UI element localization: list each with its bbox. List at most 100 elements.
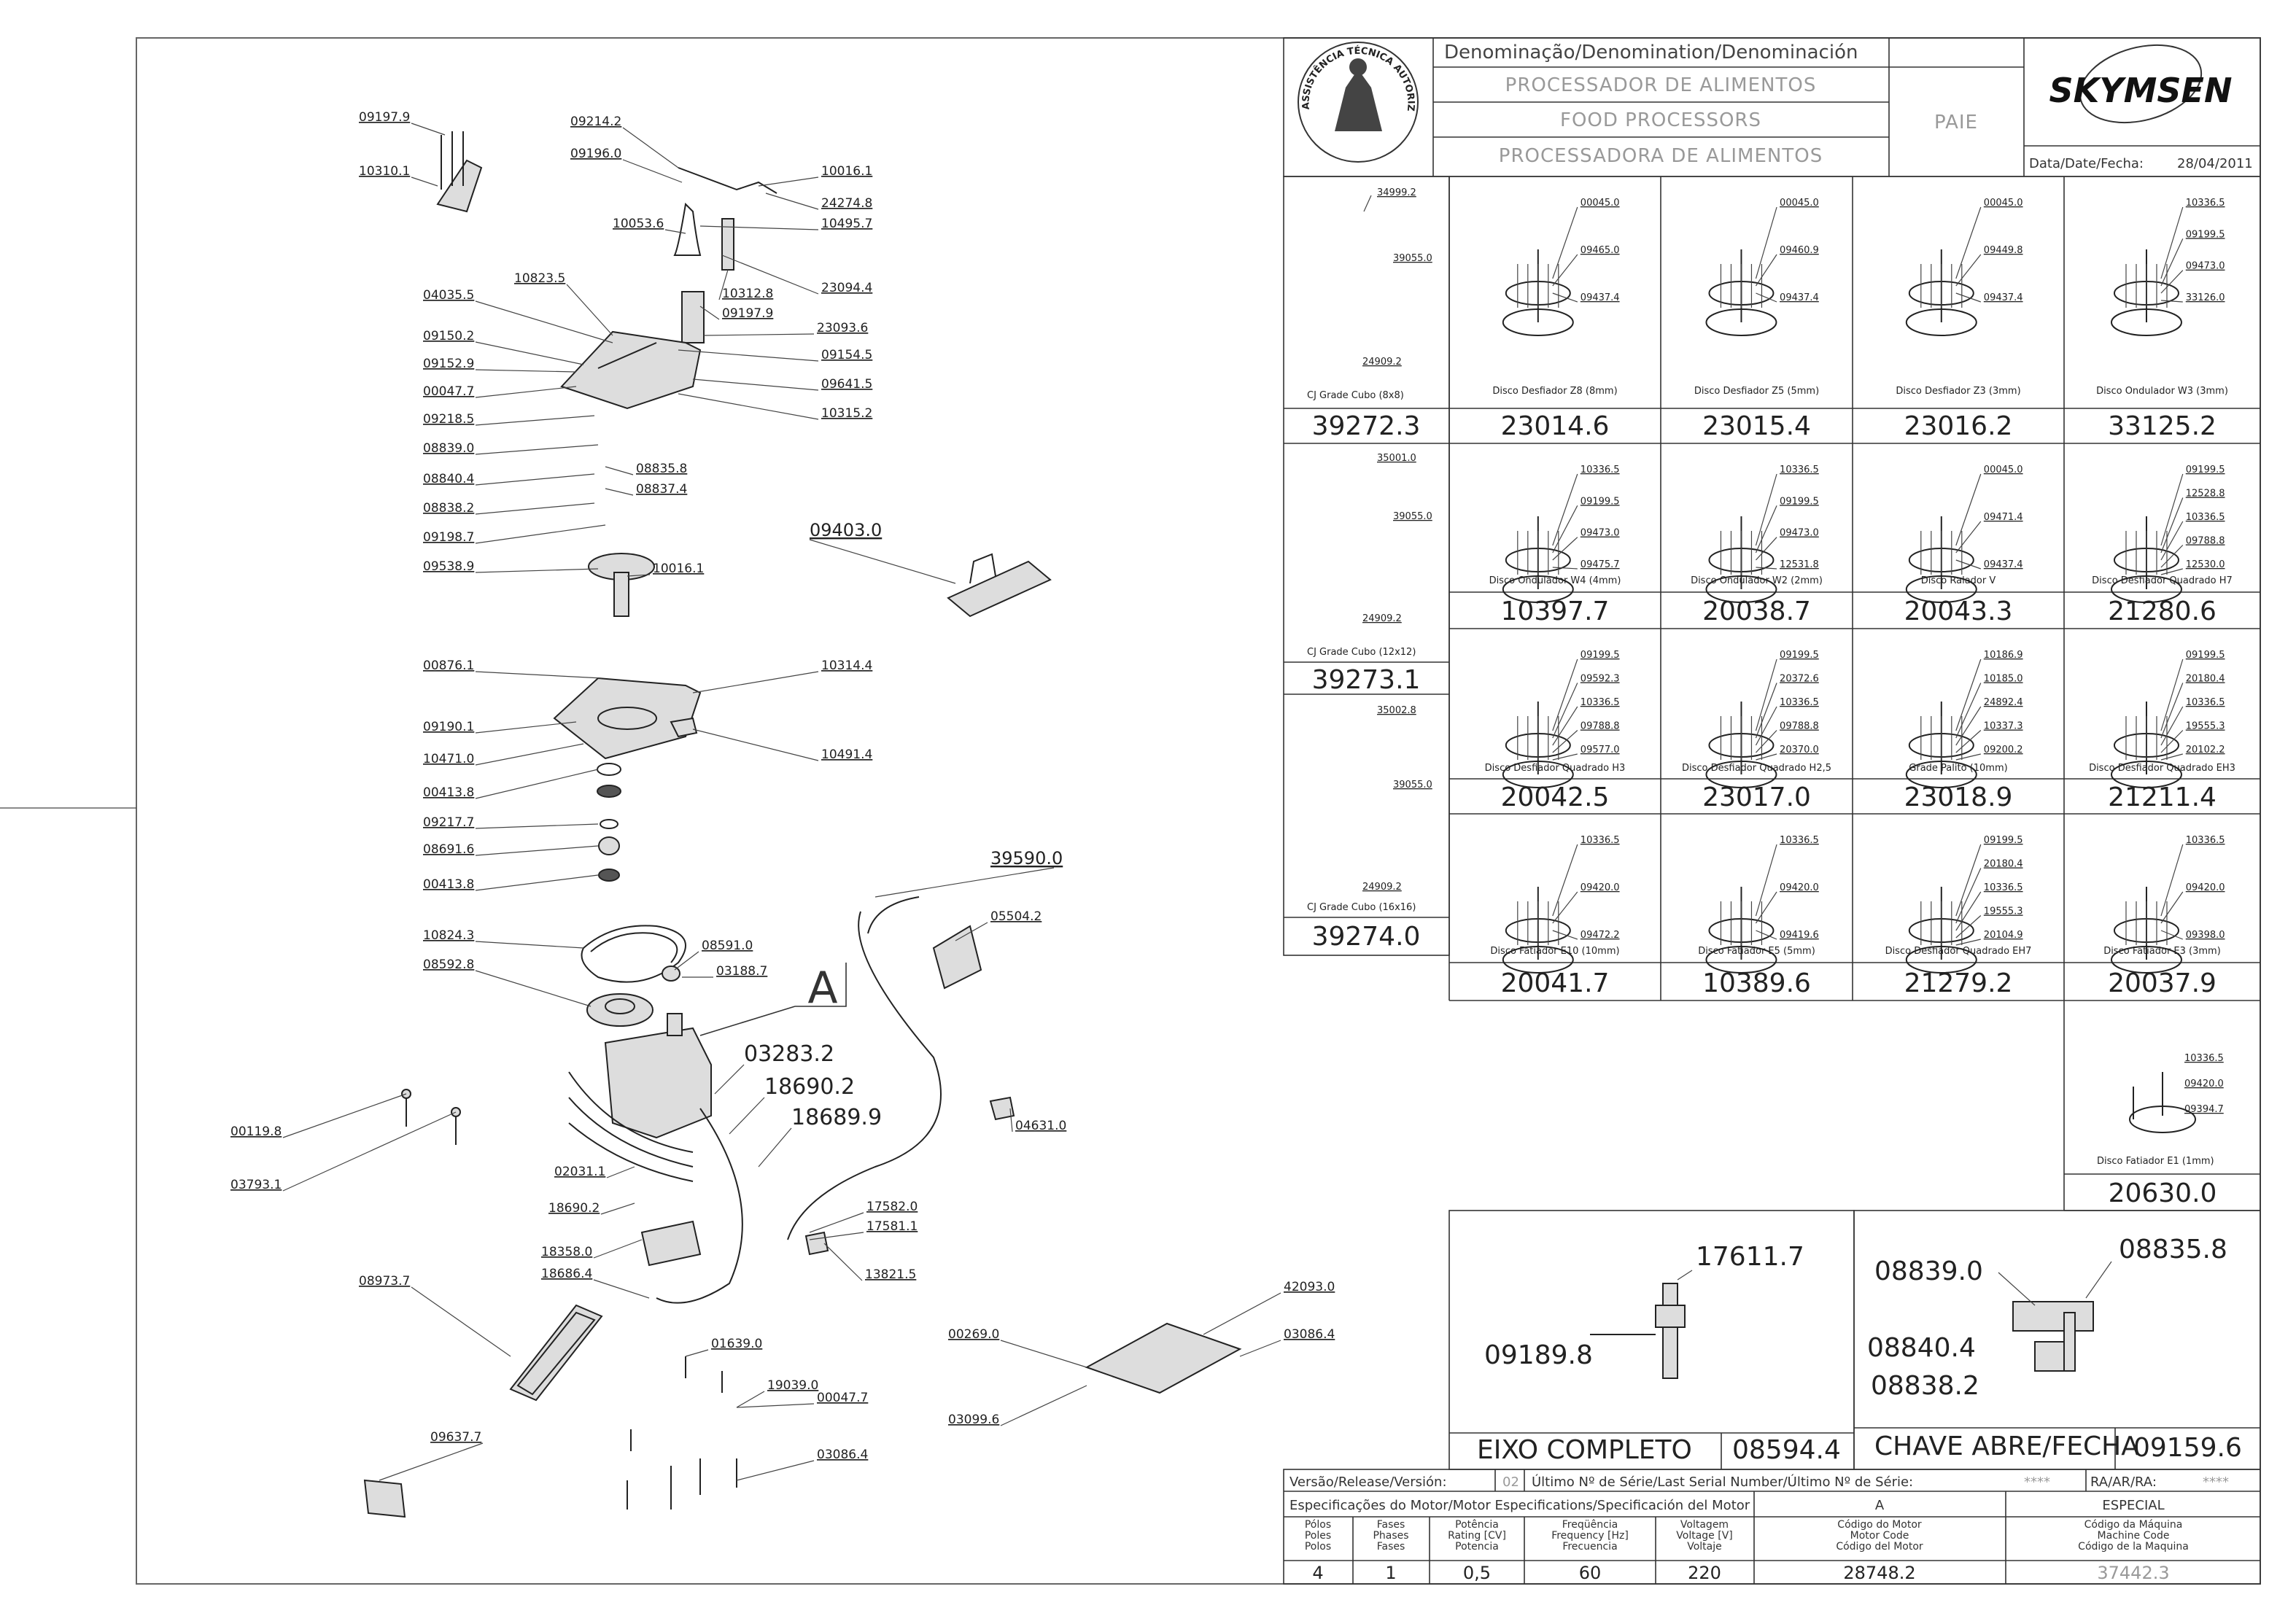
callout-group: 01639.0 (685, 1337, 762, 1357)
callout: 24909.2 (1362, 357, 1402, 368)
leader-line (1955, 915, 1982, 939)
callout: 09199.5 (1780, 496, 1819, 507)
eixo-completo-box: 17611.7 09189.8 EIXO COMPLETO 08594.4 (1448, 1210, 1855, 1470)
disc-cell: 09199.512528.810336.509788.812530.0Disco… (2092, 465, 2233, 626)
callout: 00413.8 (423, 785, 474, 800)
callout: 12530.0 (2186, 559, 2225, 570)
callout: 10336.5 (1780, 465, 1819, 475)
leader-line (1756, 567, 1777, 570)
leader-line (736, 1403, 815, 1408)
leader-line (1552, 658, 1578, 731)
grid-cube-12x12: 35001.0 39055.0 24909.2 CJ Grade Cubo (1… (1307, 453, 1432, 695)
leader-line (1552, 891, 1578, 924)
leader-line (475, 874, 599, 891)
caption: Grade Palito (10mm) (1909, 763, 2007, 774)
callout: 09641.5 (821, 377, 872, 392)
callout: 09419.6 (1780, 930, 1819, 941)
callout: 10185.0 (1984, 674, 2023, 685)
leader-line (1755, 206, 1777, 279)
spec-header: Polos (1305, 1541, 1331, 1553)
callout: 09437.4 (1984, 292, 2023, 303)
leader-line (593, 1239, 643, 1259)
leader-line (1552, 930, 1578, 940)
leader-line (721, 255, 819, 295)
serial-value: **** (2024, 1475, 2050, 1490)
callout: 10016.1 (821, 164, 872, 179)
leader-line (475, 473, 595, 486)
spec-header: Potencia (1455, 1541, 1499, 1553)
callout-group: 17581.1 (809, 1219, 918, 1240)
leader-line (1755, 505, 1777, 553)
callout: 39055.0 (1393, 253, 1432, 264)
callout: 42093.0 (1284, 1280, 1335, 1294)
callout-group: 10315.2 (678, 393, 872, 421)
callout: 09199.5 (2186, 650, 2225, 661)
callout: 33126.0 (2186, 292, 2225, 303)
caption: Disco Ralador V (1921, 575, 1996, 586)
callout-group: 09198.7 (423, 524, 606, 545)
leader-line (2160, 545, 2184, 568)
leader-line (282, 1093, 407, 1138)
brand-logo: SKYMSEN (2049, 44, 2233, 124)
callout-group: 09217.7 (423, 815, 599, 830)
spec-header: Freqüência (1562, 1519, 1618, 1531)
leader-line (1552, 844, 1578, 917)
leader-line (1756, 537, 1777, 561)
callout: 10336.5 (1780, 697, 1819, 708)
callout: 35002.8 (1377, 705, 1416, 716)
callout: 09398.0 (2186, 930, 2225, 941)
leader-line (2160, 730, 2184, 753)
callout: 00047.7 (817, 1391, 868, 1405)
callout: 24892.4 (1984, 697, 2023, 708)
spec-voltage: 220 (1688, 1563, 1721, 1583)
large-callouts: 09403.0 39590.0 03283.2 18690.2 18689.9 … (699, 520, 1063, 1168)
leader-line (765, 193, 819, 210)
part-code: 21279.2 (1904, 968, 2013, 998)
leader-line (1955, 939, 1981, 946)
date-value: 28/04/2011 (2177, 156, 2253, 171)
caption: Disco Desfiador Z8 (8mm) (1492, 386, 1617, 397)
callout-group: 09538.9 (423, 559, 599, 574)
callout: 08839.0 (1874, 1256, 1983, 1286)
brand-name: SKYMSEN (2049, 71, 2233, 110)
leader-line (718, 269, 729, 300)
leader-line (593, 1279, 650, 1299)
callout: 03086.4 (1284, 1327, 1335, 1342)
callout: 20104.9 (1984, 930, 2023, 941)
leader-line (605, 466, 634, 475)
callout: 09473.0 (1581, 528, 1620, 539)
callout-group: 10823.5 (514, 271, 613, 336)
spec-header: Código de la Maquina (2078, 1541, 2189, 1553)
callout: 01639.0 (711, 1337, 762, 1351)
callout-group: 19039.0 (736, 1378, 818, 1408)
callout: 17581.1 (866, 1219, 918, 1234)
version-value: 02 (1502, 1475, 1519, 1490)
leader-line (1552, 753, 1578, 761)
leader-line (475, 369, 577, 373)
leader-line (2160, 844, 2184, 917)
callout: 10314.4 (821, 658, 872, 673)
callout: 18690.2 (548, 1201, 600, 1216)
caption: Disco Desfiador Quadrado EH7 (1885, 946, 2032, 957)
callout: 19555.3 (2186, 721, 2225, 732)
caption: Disco Ondulador W2 (2mm) (1691, 575, 1823, 586)
callout: 03099.6 (948, 1413, 999, 1427)
spec-header: Voltagem (1680, 1519, 1729, 1531)
callout: 23094.4 (821, 281, 872, 295)
callout-group: 10495.7 (699, 217, 872, 231)
callout-group: 03188.7 (682, 964, 767, 979)
callout: 09199.5 (2186, 465, 2225, 475)
callout: 02031.1 (554, 1165, 605, 1179)
callout: 09577.0 (1581, 745, 1620, 755)
leader-line (475, 568, 599, 573)
callout-group: 05504.2 (955, 909, 1042, 941)
part-code: 21280.6 (2108, 597, 2217, 626)
callout-group: 00047.7 (736, 1391, 868, 1408)
callout: 09196.0 (570, 147, 621, 161)
leader-line (475, 415, 595, 426)
caption: Disco Fatiador E3 (3mm) (2103, 946, 2221, 957)
part-code: 20041.7 (1501, 968, 1610, 998)
callout-group: 10053.6 (613, 217, 686, 234)
